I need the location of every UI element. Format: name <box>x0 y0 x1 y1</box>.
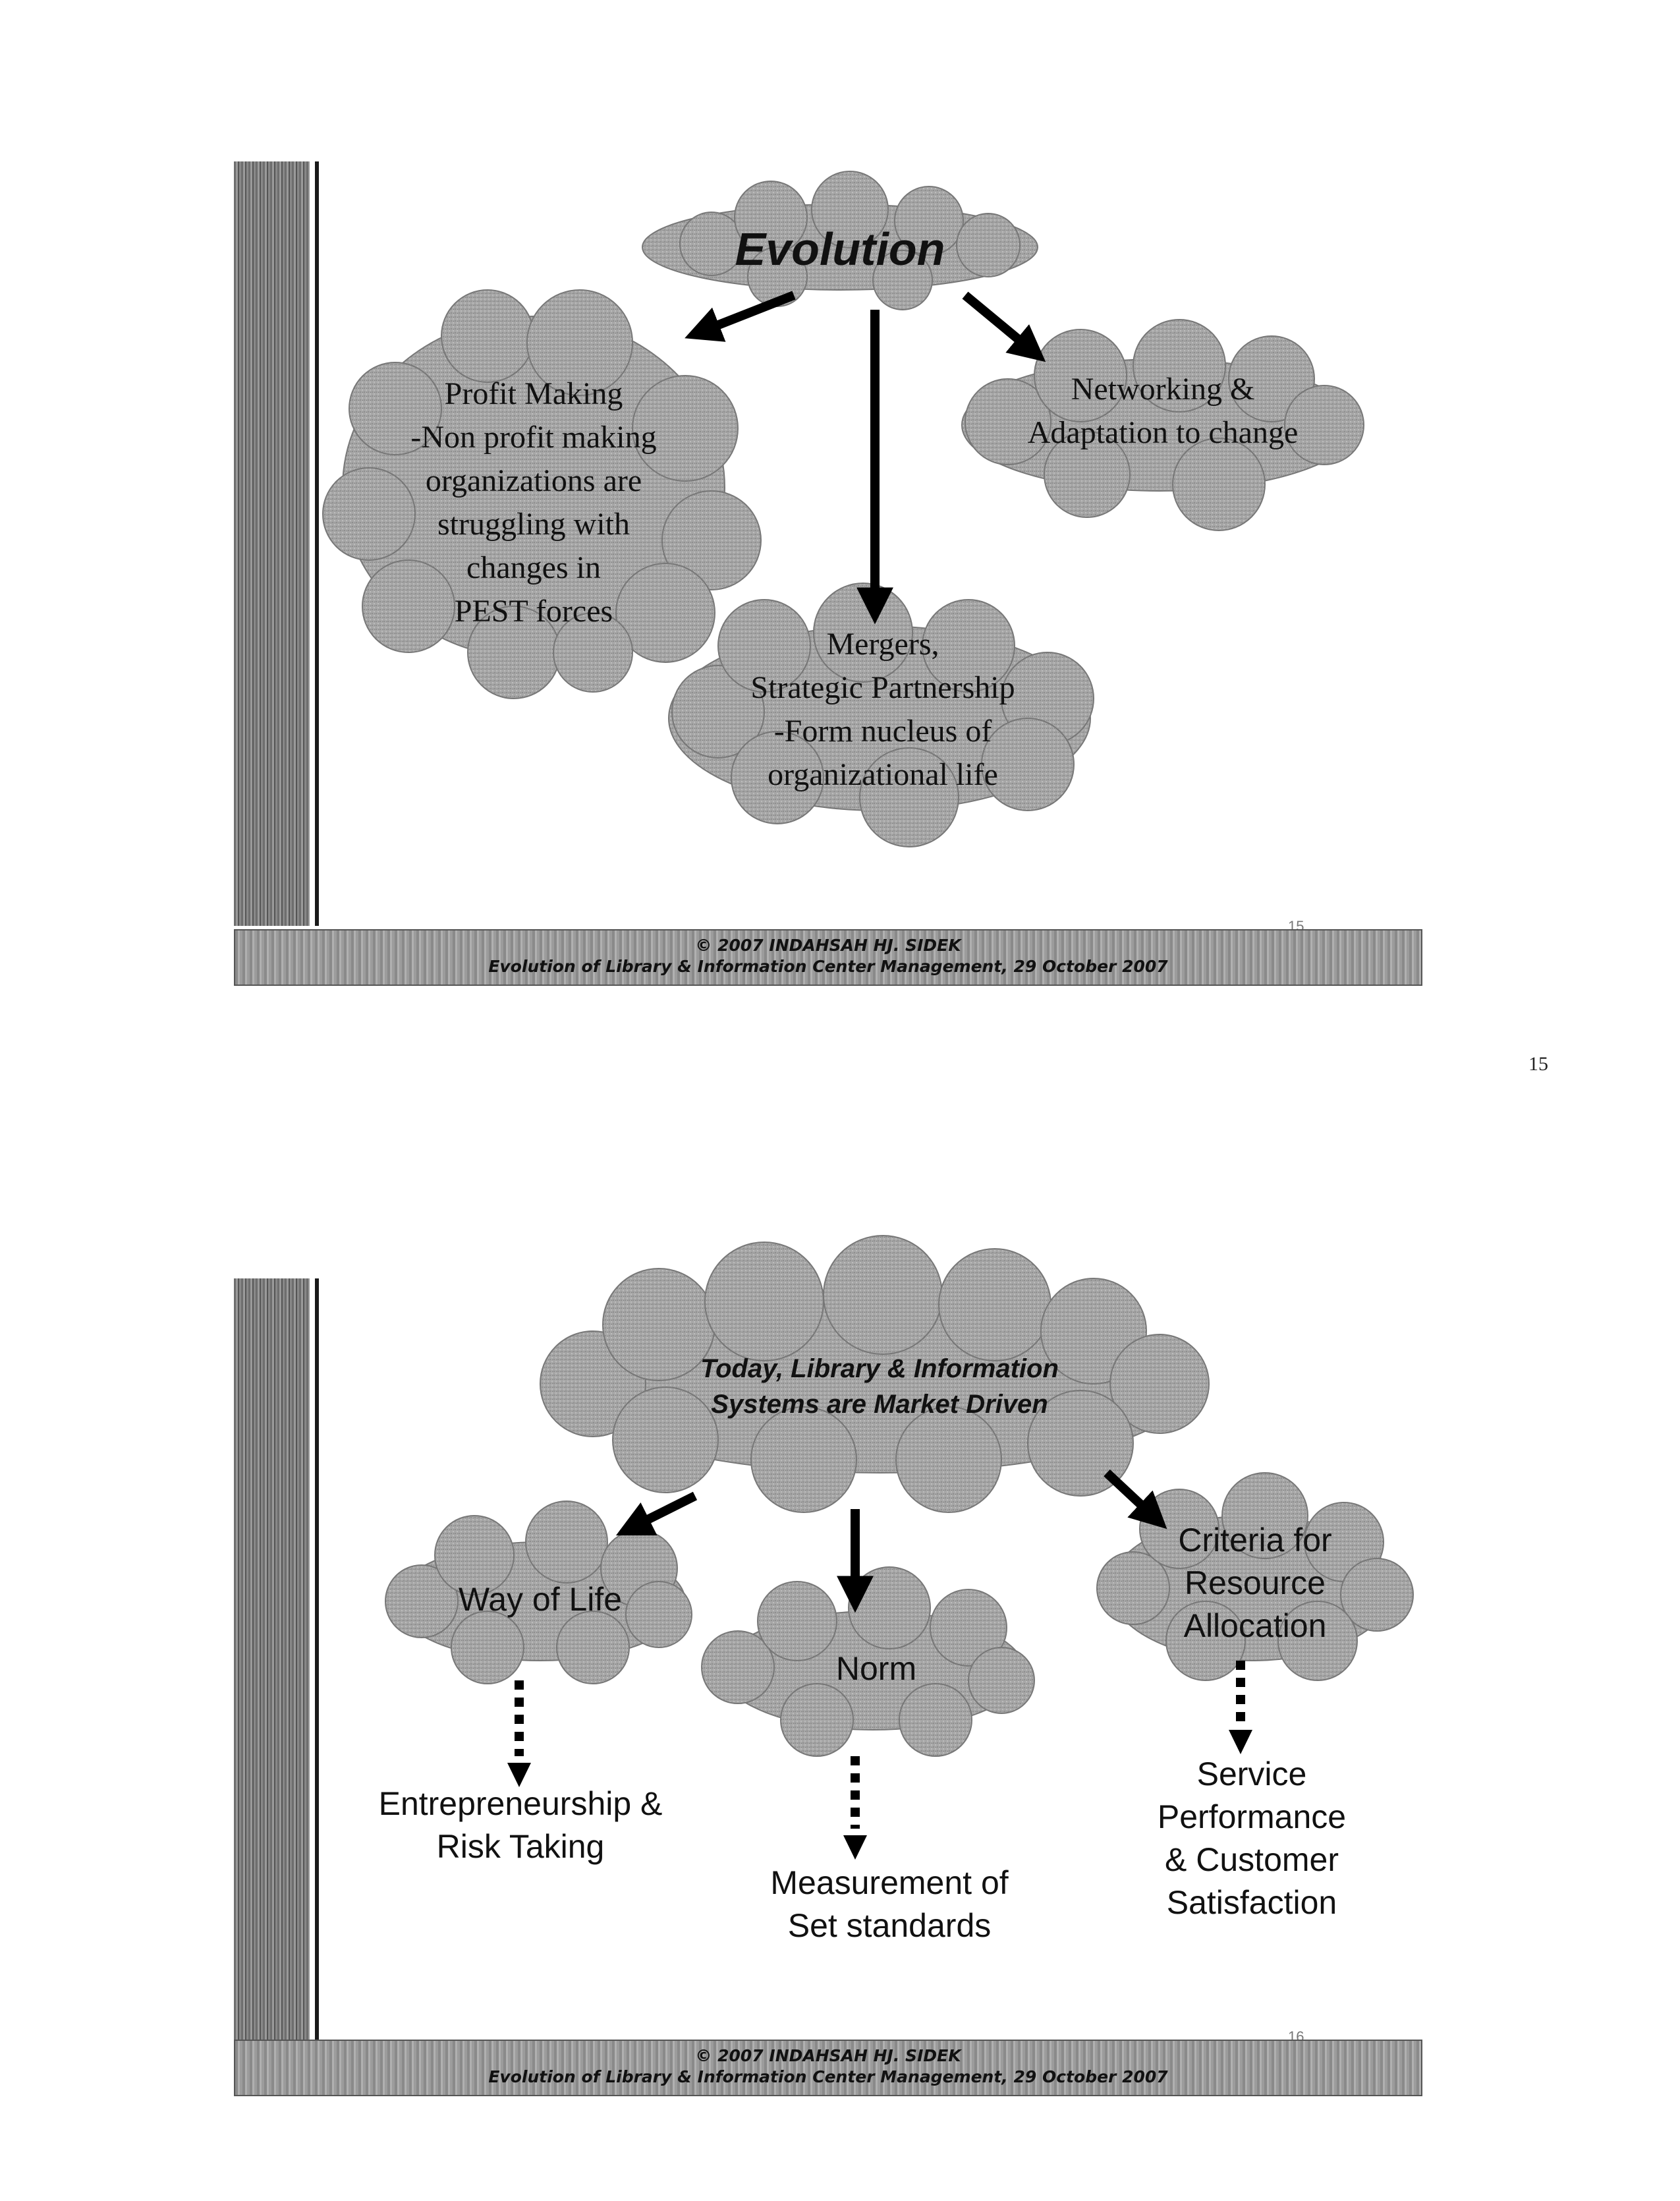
market-driven-title: Today, Library & Information Systems are… <box>616 1351 1143 1422</box>
networking-text: Networking & Adaptation to change <box>988 368 1337 455</box>
slide-1-diagram <box>322 171 1364 847</box>
way-of-life-cloud <box>385 1501 692 1684</box>
mergers-text: Mergers, Strategic Partnership -Form nuc… <box>705 623 1061 797</box>
criteria-cloud <box>1096 1472 1414 1681</box>
criteria-line-2: Resource <box>1185 1564 1326 1601</box>
market-driven-line-2: Systems are Market Driven <box>711 1390 1048 1419</box>
way-of-life-label: Way of Life <box>458 1581 623 1618</box>
profit-making-line-4: struggling with <box>437 507 630 542</box>
footer-bar: © 2007 INDAHSAH HJ. SIDEK Evolution of L… <box>234 929 1422 986</box>
footer-copyright: © 2007 INDAHSAH HJ. SIDEK <box>695 2046 961 2065</box>
outcome-left: Entrepreneurship & Risk Taking <box>316 1783 725 1868</box>
mergers-line-2: Strategic Partnership <box>750 670 1015 705</box>
footer-title: Evolution of Library & Information Cente… <box>488 957 1168 976</box>
mergers-line-1: Mergers, <box>826 627 939 662</box>
outcome-left-line-1: Entrepreneurship & <box>378 1785 663 1822</box>
outcome-left-line-2: Risk Taking <box>436 1828 605 1865</box>
arrow-to-way-of-life <box>615 1491 698 1536</box>
slide-2: Today, Library & Information Systems are… <box>0 1114 1680 2201</box>
slide-1: Evolution Profit Making -Non profit maki… <box>0 0 1680 1087</box>
profit-making-line-3: organizations are <box>425 463 642 498</box>
footer-bar: © 2007 INDAHSAH HJ. SIDEK Evolution of L… <box>234 2040 1422 2096</box>
mergers-line-3: -Form nucleus of <box>773 714 992 749</box>
dotted-arrow-middle <box>843 1756 867 1860</box>
outcome-middle: Measurement of Set standards <box>692 1862 1087 1947</box>
sidebar-decoration <box>234 161 310 926</box>
outcome-middle-line-1: Measurement of <box>770 1864 1009 1901</box>
market-driven-line-1: Today, Library & Information <box>700 1354 1059 1383</box>
outcome-right-line-4: Satisfaction <box>1166 1884 1337 1921</box>
networking-cloud <box>961 319 1364 531</box>
profit-making-text: Profit Making -Non profit making organiz… <box>349 372 718 633</box>
sidebar-line <box>315 1278 319 2040</box>
outcome-right: Service Performance & Customer Satisfact… <box>1080 1753 1423 1924</box>
market-driven-cloud <box>540 1235 1210 1513</box>
criteria-line-3: Allocation <box>1183 1607 1327 1644</box>
mergers-line-4: organizational life <box>768 757 998 792</box>
sidebar-line <box>315 161 319 926</box>
outcome-right-line-2: Performance <box>1157 1798 1347 1835</box>
outcome-middle-line-2: Set standards <box>787 1907 992 1944</box>
dotted-arrow-right <box>1229 1661 1252 1754</box>
outcome-right-line-3: & Customer <box>1165 1841 1339 1878</box>
outcome-right-line-1: Service <box>1196 1756 1307 1792</box>
slide-2-diagram <box>385 1235 1414 1860</box>
footer-copyright: © 2007 INDAHSAH HJ. SIDEK <box>695 936 961 955</box>
arrow-to-profit-making <box>685 291 796 342</box>
profit-making-line-2: -Non profit making <box>410 420 657 455</box>
networking-line-2: Adaptation to change <box>1027 415 1299 450</box>
profit-making-line-1: Profit Making <box>444 376 623 411</box>
footer-title: Evolution of Library & Information Cente… <box>488 2067 1168 2086</box>
arrow-to-networking <box>962 291 1046 362</box>
norm-label: Norm <box>835 1650 917 1687</box>
page-number: 15 <box>1528 1053 1548 1075</box>
mergers-cloud <box>668 583 1094 847</box>
arrow-to-criteria <box>1104 1469 1167 1529</box>
profit-making-line-5: changes in <box>466 550 601 585</box>
profit-making-cloud <box>322 289 762 699</box>
criteria-label: Criteria for Resource Allocation <box>1123 1519 1387 1647</box>
dotted-arrow-left <box>507 1680 531 1787</box>
norm-cloud <box>701 1566 1035 1757</box>
evolution-title: Evolution <box>735 223 945 275</box>
networking-line-1: Networking & <box>1071 372 1255 407</box>
criteria-line-1: Criteria for <box>1178 1522 1332 1558</box>
profit-making-line-6: PEST forces <box>454 594 613 629</box>
sidebar-decoration <box>234 1278 310 2040</box>
